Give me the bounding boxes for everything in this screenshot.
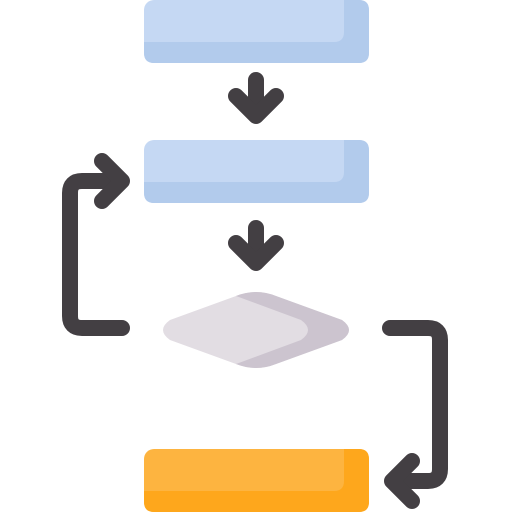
decision-diamond <box>163 292 349 368</box>
arrow-decision-to-end <box>382 320 448 509</box>
process-box-step-shade <box>144 140 369 203</box>
arrow-decision-to-step <box>62 153 130 336</box>
process-box-step <box>144 140 369 203</box>
arrow-decision-to-end-line <box>382 320 448 489</box>
arrow-step-to-decision <box>228 220 284 271</box>
arrow-start-to-step <box>228 72 284 124</box>
arrow-start-to-step-head <box>228 88 284 124</box>
process-box-start <box>144 0 369 63</box>
process-box-start-shade <box>144 0 369 63</box>
decision-diamond-shade <box>236 292 349 368</box>
arrow-decision-to-step-head <box>94 153 130 209</box>
arrow-decision-to-end-head <box>384 453 420 509</box>
arrow-step-to-decision-head <box>228 235 284 271</box>
terminal-box-end <box>144 449 369 512</box>
arrow-decision-to-step-line <box>62 173 130 336</box>
terminal-box-end-shade <box>144 449 369 512</box>
